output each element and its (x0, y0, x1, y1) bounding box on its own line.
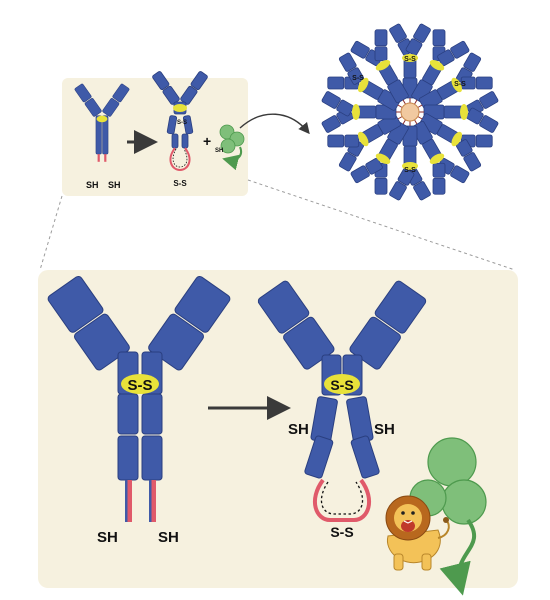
large-tail-bond-label: S-S (330, 524, 353, 540)
large-peptide-icon (409, 437, 487, 596)
hexamer-bond-label-left: S-S (352, 75, 364, 82)
small-engineered-antibody (152, 71, 208, 172)
large-engineered-antibody (257, 280, 427, 522)
small-hinge-bond-label: S-S (177, 120, 187, 126)
small-native-thiol-left: SH (86, 180, 99, 190)
large-native-thiol-right: SH (158, 529, 179, 546)
assembly-arrow (239, 113, 310, 135)
small-peptide-thiol: SH (215, 148, 223, 154)
large-engineered-thiol-right: SH (374, 421, 395, 438)
large-native-hinge-bond-label: S-S (127, 377, 152, 394)
large-engineered-thiol-left: SH (288, 421, 309, 438)
hexamer-bond-label-top: S-S (404, 56, 416, 63)
small-native-thiol-right: SH (108, 180, 121, 190)
plus-sign: + (203, 133, 211, 149)
large-native-thiol-left: SH (97, 529, 118, 546)
large-native-antibody (47, 275, 231, 522)
hexamer-bond-label-bottom: S-S (404, 167, 416, 174)
zoom-guide-left (39, 195, 63, 271)
small-tail-bond-label: S-S (173, 179, 187, 188)
small-peptide (219, 124, 245, 171)
hexamer-bond-label-right: S-S (454, 81, 466, 88)
large-engineered-hinge-bond-label: S-S (330, 377, 353, 393)
zoom-guide-right (247, 179, 516, 271)
antibody-hexamer (320, 22, 500, 202)
lion-mascot-icon (385, 495, 450, 571)
